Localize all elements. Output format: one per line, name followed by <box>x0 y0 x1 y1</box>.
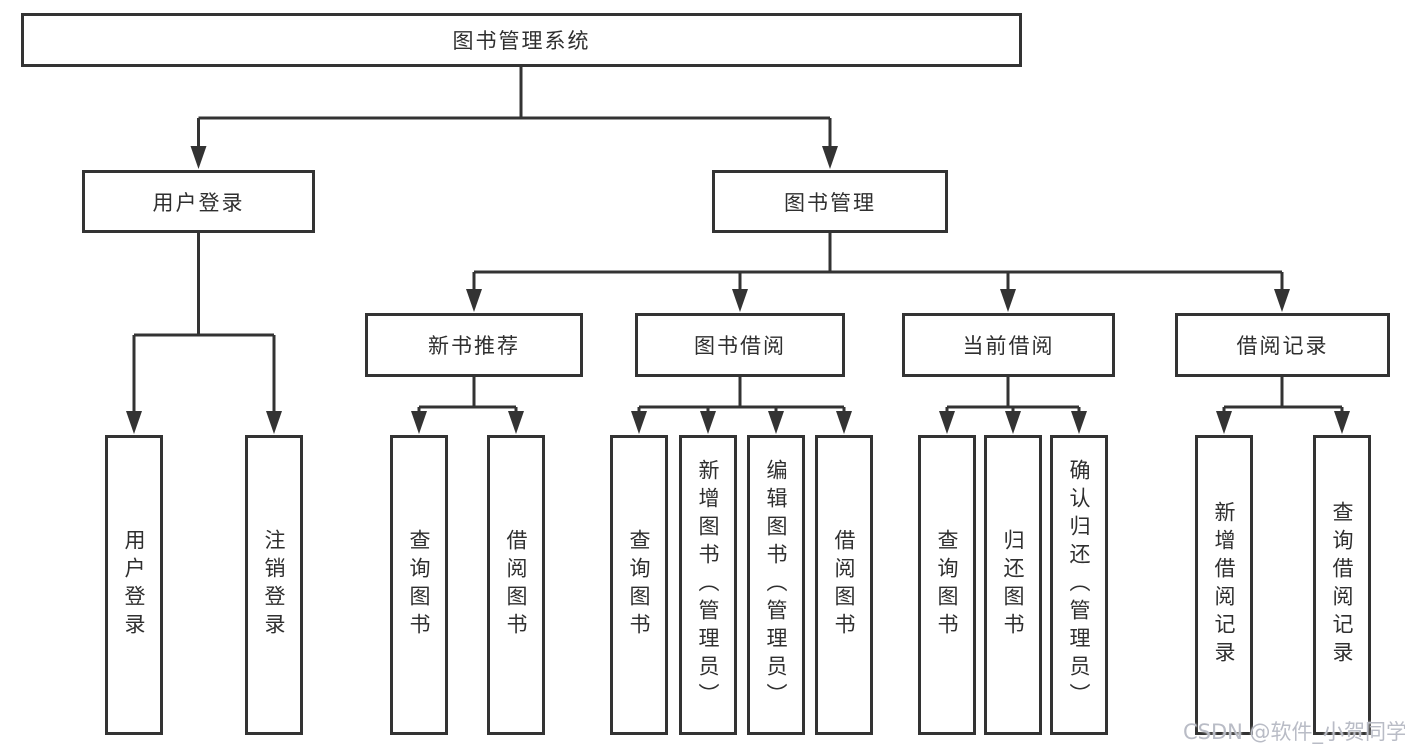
node-user-login: 用户登录 <box>82 170 315 233</box>
node-leaf-user-login: 用户登录 <box>105 435 163 735</box>
arrowhead-icons <box>126 146 1350 434</box>
node-book-borrow: 图书借阅 <box>635 313 845 377</box>
node-borrow-record: 借阅记录 <box>1175 313 1390 377</box>
node-leaf-br-query-record: 查询借阅记录 <box>1313 435 1371 735</box>
node-leaf-logout: 注销登录 <box>245 435 303 735</box>
node-leaf-bb-query-books: 查询图书 <box>610 435 668 735</box>
node-leaf-bb-edit-books-admin: 编辑图书（管理员） <box>747 435 805 735</box>
node-leaf-br-add-record: 新增借阅记录 <box>1195 435 1253 735</box>
csdn-watermark: CSDN @软件_小贺同学 <box>1183 720 1405 744</box>
node-leaf-nb-borrow-books: 借阅图书 <box>487 435 545 735</box>
node-leaf-cb-query-books: 查询图书 <box>918 435 976 735</box>
node-new-book-recommend: 新书推荐 <box>365 313 583 377</box>
node-leaf-cb-confirm-return-admin: 确认归还（管理员） <box>1050 435 1108 735</box>
node-book-management: 图书管理 <box>712 170 948 233</box>
node-leaf-bb-add-books-admin: 新增图书（管理员） <box>679 435 737 735</box>
node-leaf-cb-return-books: 归还图书 <box>984 435 1042 735</box>
node-root: 图书管理系统 <box>21 13 1022 67</box>
node-current-borrow: 当前借阅 <box>902 313 1115 377</box>
node-leaf-bb-borrow-books: 借阅图书 <box>815 435 873 735</box>
node-leaf-nb-query-books: 查询图书 <box>390 435 448 735</box>
